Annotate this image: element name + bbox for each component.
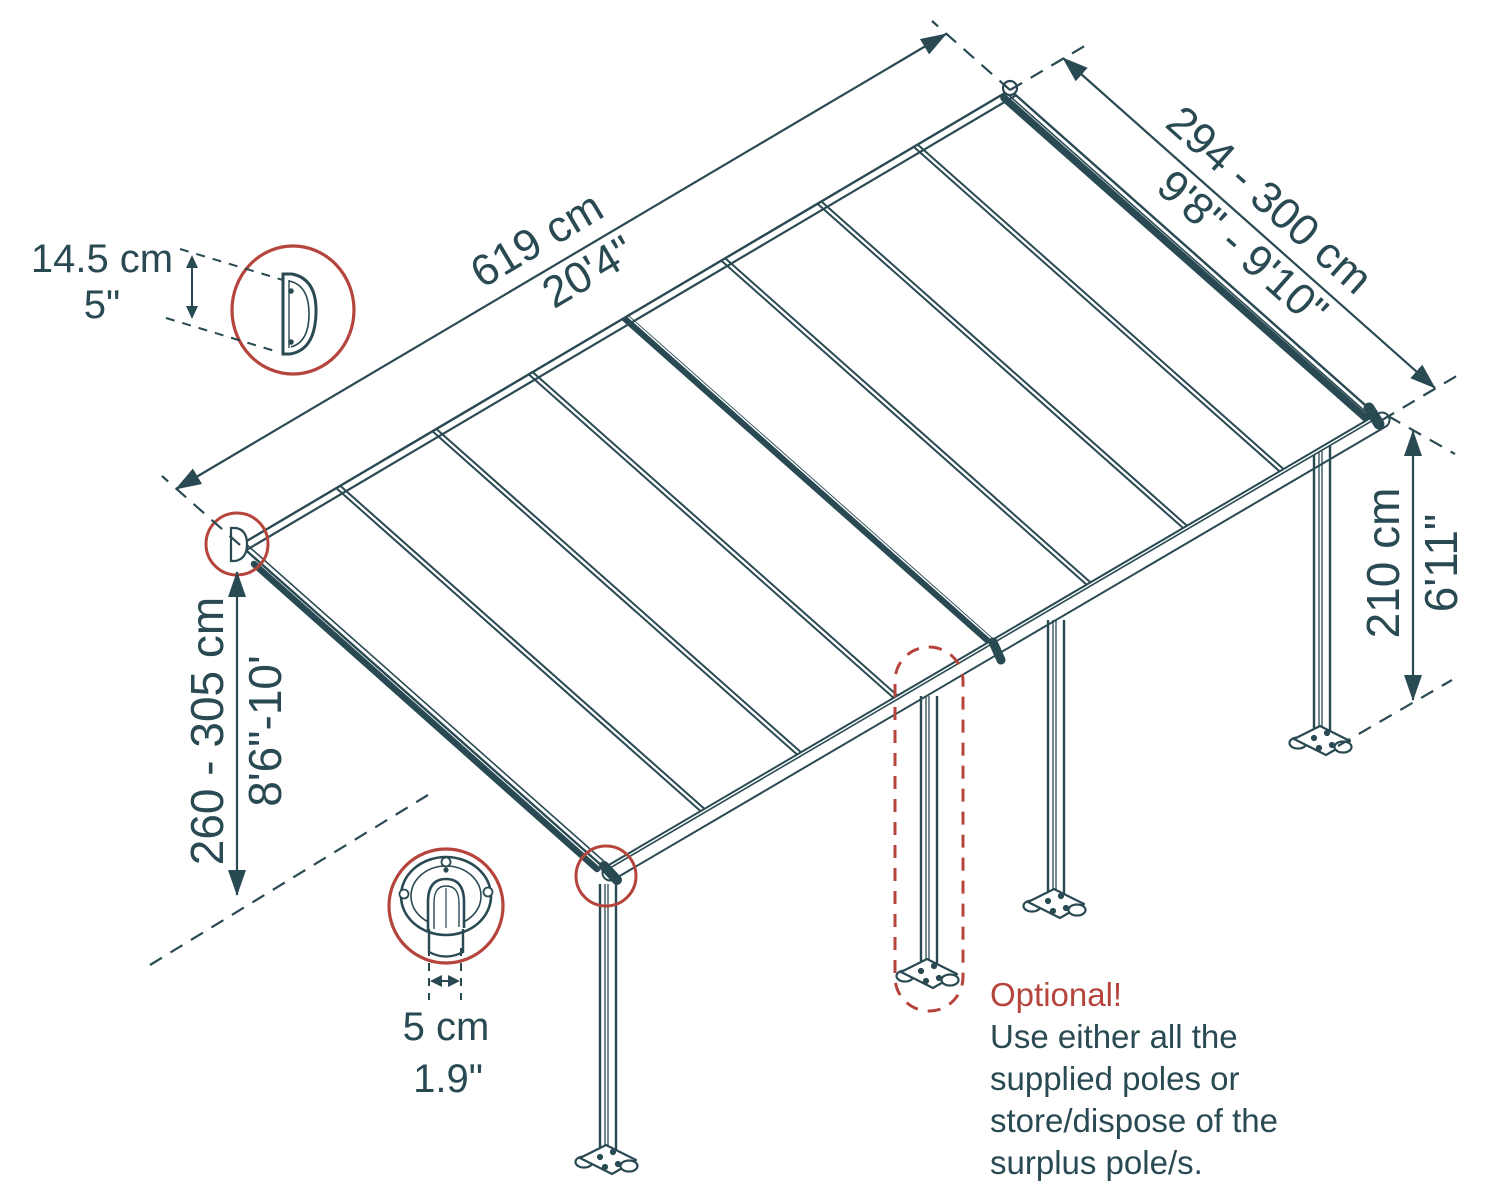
gutter-end-cap-right bbox=[1363, 402, 1385, 430]
post-foot bbox=[1022, 887, 1087, 920]
optional-note: Optional! Use either all the supplied po… bbox=[990, 976, 1278, 1181]
roof-left-edge bbox=[239, 541, 615, 874]
roof-corner-cap bbox=[1001, 79, 1019, 97]
post-height-imperial: 6'11" bbox=[1415, 514, 1467, 612]
post-front-left bbox=[574, 884, 639, 1176]
optional-pole-outline bbox=[893, 645, 965, 1013]
optional-note-line: store/dispose of the bbox=[990, 1102, 1278, 1139]
dimension-roof-depth: 294 - 300 cm 9'8" - 9'10" bbox=[1009, 43, 1461, 421]
pole-diameter-metric: 5 cm bbox=[403, 1005, 490, 1049]
post-foot bbox=[1288, 724, 1353, 757]
detail-gutter-profile bbox=[281, 272, 318, 356]
highlight-circle-beam-post-joint bbox=[574, 844, 638, 908]
post-foot bbox=[574, 1143, 639, 1176]
post-middle bbox=[1022, 620, 1087, 920]
pole-diameter-imperial: 1.9" bbox=[413, 1057, 483, 1101]
center-profile-gutter-joint bbox=[988, 637, 1006, 665]
optional-note-line: Use either all the bbox=[990, 1018, 1238, 1055]
highlight-circle-pole-connector bbox=[387, 847, 505, 965]
dimension-gutter-profile-height: 14.5 cm 5" bbox=[31, 237, 284, 353]
dimension-post-height: 210 cm 6'11" bbox=[1337, 415, 1467, 747]
optional-note-line: supplied poles or bbox=[990, 1060, 1240, 1097]
highlights bbox=[204, 244, 965, 1013]
gutter-end-cap-left bbox=[599, 861, 622, 885]
dimension-wall-height: 260 - 305 cm 8'6"-10' bbox=[149, 571, 429, 966]
gutter-profile-height-metric: 14.5 cm bbox=[31, 237, 173, 281]
wall-height-imperial: 8'6"-10' bbox=[239, 655, 291, 807]
post-right bbox=[1288, 445, 1353, 757]
optional-note-title: Optional! bbox=[990, 976, 1122, 1013]
post-foot bbox=[895, 957, 960, 990]
dimension-pole-diameter: 5 cm 1.9" bbox=[403, 948, 490, 1101]
roof-center-profile bbox=[622, 314, 999, 650]
detail-pole-connector bbox=[398, 855, 494, 958]
posts bbox=[574, 445, 1353, 1176]
gutter-beam bbox=[599, 402, 1391, 885]
gutter-profile-height-imperial: 5" bbox=[84, 283, 120, 327]
optional-note-line: surplus pole/s. bbox=[990, 1144, 1203, 1181]
post-optional-middle bbox=[895, 696, 960, 990]
post-height-metric: 210 cm bbox=[1357, 488, 1409, 639]
wall-height-metric: 260 - 305 cm bbox=[181, 597, 233, 865]
